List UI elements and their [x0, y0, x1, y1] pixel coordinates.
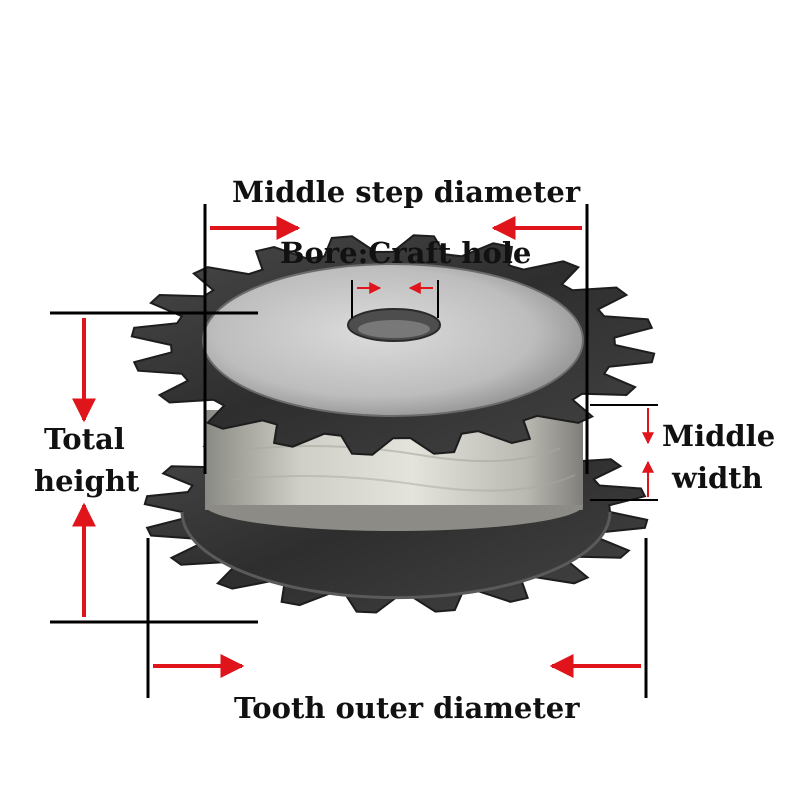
dimension-tooth-outer-diameter	[146, 538, 648, 698]
middle-hub	[205, 410, 583, 531]
label-middle-width-line1: Middle	[662, 419, 776, 453]
dimension-middle-step-diameter	[203, 204, 589, 474]
label-total-height-line1: Total	[44, 422, 125, 456]
dimension-total-height	[50, 311, 258, 624]
dimension-bore	[351, 280, 439, 318]
upper-sprocket	[130, 234, 656, 456]
dimension-middle-width	[590, 404, 658, 501]
label-total-height-line2: height	[34, 464, 140, 498]
lower-gear-front-edge	[180, 511, 612, 600]
label-tooth-outer-diameter: Tooth outer diameter	[234, 691, 580, 725]
label-middle-width-line2: width	[672, 461, 763, 495]
label-middle-step-diameter: Middle step diameter	[232, 175, 581, 209]
label-bore-craft-hole: Bore:Craft hole	[280, 236, 532, 270]
